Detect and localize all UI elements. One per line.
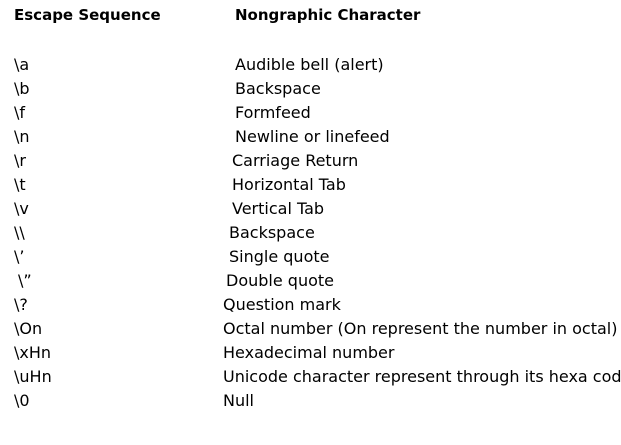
character-description: Question mark [223,295,341,314]
table-row: \\ Backspace [0,222,621,246]
table-row: \xHn Hexadecimal number [0,342,621,366]
escape-sequence: \v [14,199,29,218]
character-description: Carriage Return [232,151,359,170]
table-row: \a Audible bell (alert) [0,54,621,78]
character-description: Backspace [229,223,315,242]
character-description: Formfeed [235,103,311,122]
table-row: \On Octal number (On represent the numbe… [0,318,621,342]
escape-sequence: \xHn [14,343,52,362]
escape-sequence: \f [14,103,26,122]
header-nongraphic-character: Nongraphic Character [235,6,421,24]
character-description: Hexadecimal number [223,343,395,362]
escape-sequence: \uHn [14,367,52,386]
escape-sequence: \0 [14,391,30,410]
character-description: Audible bell (alert) [235,55,384,74]
table-row: \uHn Unicode character represent through… [0,366,621,390]
table-row: \t Horizontal Tab [0,174,621,198]
table-row: \v Vertical Tab [0,198,621,222]
character-description: Newline or linefeed [235,127,390,146]
character-description: Double quote [226,271,334,290]
escape-sequence: \\ [14,223,25,242]
escape-sequence: \’ [14,247,25,266]
table-row: \f Formfeed [0,102,621,126]
character-description: Horizontal Tab [232,175,346,194]
table-row: \’ Single quote [0,246,621,270]
character-description: Vertical Tab [232,199,325,218]
escape-sequence: \” [18,271,32,290]
character-description: Backspace [235,79,321,98]
character-description: Null [223,391,254,410]
table-row: \n Newline or linefeed [0,126,621,150]
escape-sequence: \b [14,79,30,98]
table-row: \” Double quote [0,270,621,294]
escape-sequence: \n [14,127,30,146]
table-row: \r Carriage Return [0,150,621,174]
escape-sequence: \r [14,151,26,170]
character-description: Unicode character represent through its … [223,367,621,386]
escape-sequence: \a [14,55,30,74]
character-description: Single quote [229,247,330,266]
table-row: \b Backspace [0,78,621,102]
character-description: Octal number (On represent the number in… [223,319,618,338]
escape-sequence: \? [14,295,28,314]
table-row: \0 Null [0,390,621,414]
escape-sequence: \t [14,175,26,194]
table-row: \? Question mark [0,294,621,318]
header-escape-sequence: Escape Sequence [14,6,161,24]
escape-sequence: \On [14,319,43,338]
